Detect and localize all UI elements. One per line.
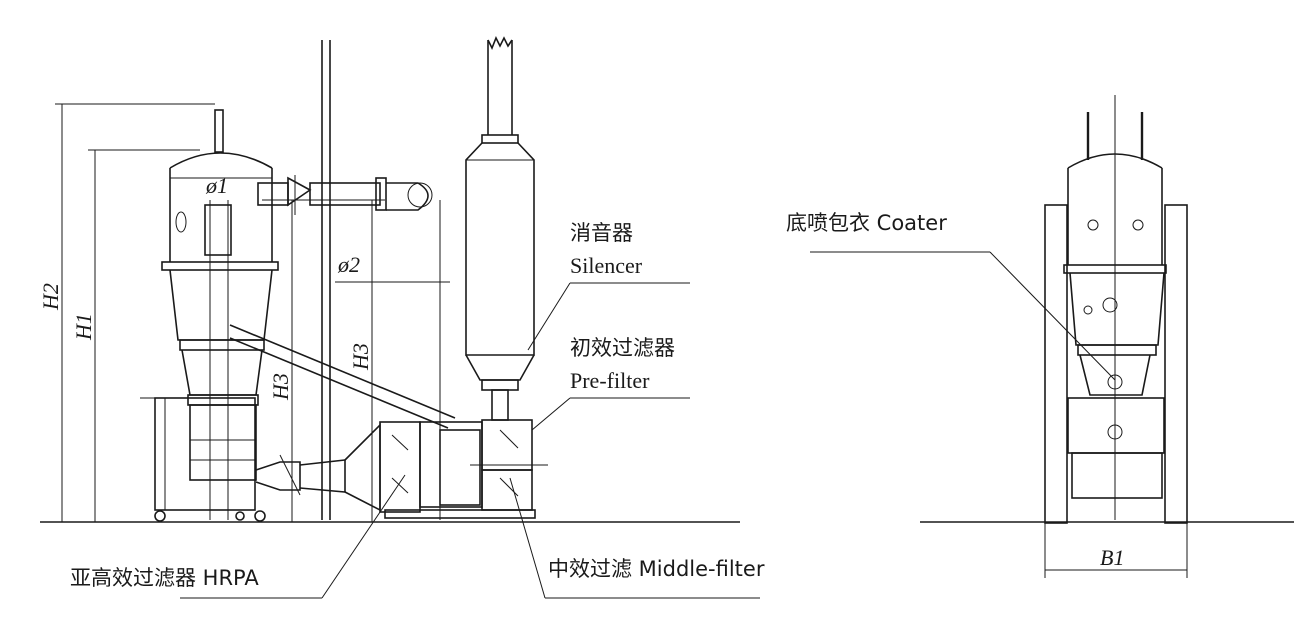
dim-d1: ø1 xyxy=(205,173,228,198)
dimension-lines xyxy=(55,103,450,522)
hrpa-label: 亚高效过滤器 HRPA xyxy=(70,566,259,590)
dim-b1: B1 xyxy=(1100,545,1124,570)
dim-h1: H1 xyxy=(71,313,96,341)
silencer-label-cn: 消音器 xyxy=(570,221,633,245)
outlet-duct xyxy=(257,40,433,520)
dim-h3-left: H3 xyxy=(268,373,293,401)
silencer-label-en: Silencer xyxy=(570,253,643,278)
prefilter-label-en: Pre-filter xyxy=(570,368,650,393)
silencer xyxy=(465,36,535,421)
middle-filter-label: 中效过滤 Middle-filter xyxy=(548,557,765,581)
dim-h3-right: H3 xyxy=(348,343,373,371)
coater-label: 底喷包衣 Coater xyxy=(786,211,947,235)
leader-lines xyxy=(180,251,1116,599)
coater-side-view xyxy=(1044,95,1188,578)
main-tower xyxy=(140,109,346,522)
dim-h2: H2 xyxy=(38,283,63,311)
dim-d2: ø2 xyxy=(337,252,360,277)
prefilter-label-cn: 初效过滤器 xyxy=(570,336,675,360)
inclined-duct xyxy=(229,324,456,429)
filter-assembly xyxy=(344,419,548,519)
